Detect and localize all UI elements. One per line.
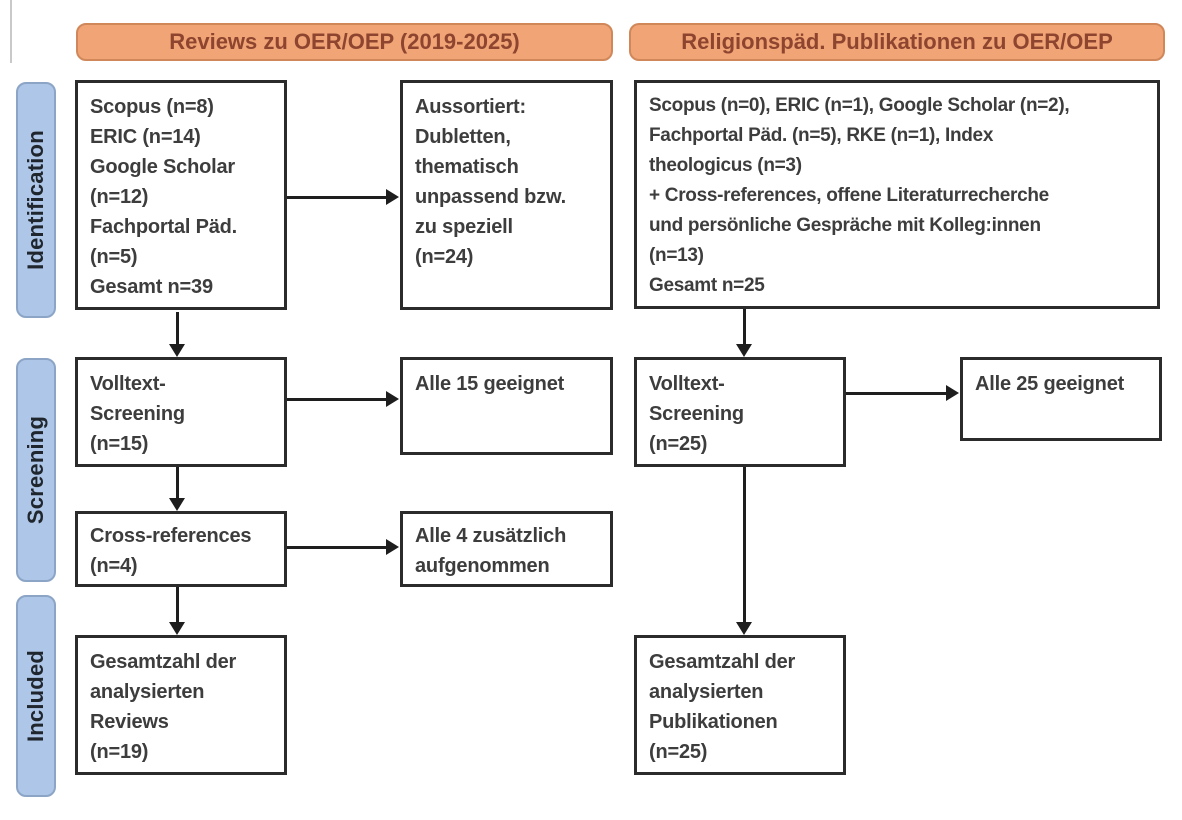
stage-label-included-text: Included <box>23 649 48 743</box>
arrowhead-down-icon <box>169 498 185 511</box>
arrow-line <box>287 196 387 199</box>
box-left-sources: Scopus (n=8) ERIC (n=14) Google Scholar … <box>75 80 287 310</box>
arrowhead-down-icon <box>736 344 752 357</box>
arrow-line <box>176 587 179 623</box>
box-right-total-included: Gesamtzahl der analysierten Publikatione… <box>634 635 846 775</box>
box-left-crossref-result: Alle 4 zusätzlich aufgenommen <box>400 511 613 587</box>
box-left-excluded: Aussortiert: Dubletten, thematisch unpas… <box>400 80 613 310</box>
column-header-religionspaed: Religionspäd. Publikationen zu OER/OEP <box>629 23 1165 61</box>
scan-artifact-line <box>10 0 12 63</box>
arrowhead-right-icon <box>946 385 959 401</box>
arrow-line <box>176 312 179 345</box>
box-right-fulltext-result: Alle 25 geeignet <box>960 357 1162 441</box>
arrowhead-right-icon <box>386 189 399 205</box>
arrowhead-down-icon <box>169 344 185 357</box>
arrowhead-down-icon <box>169 622 185 635</box>
arrow-line <box>287 398 387 401</box>
arrow-line <box>743 467 746 623</box>
arrowhead-right-icon <box>386 391 399 407</box>
stage-label-screening-text: Screening <box>23 415 49 525</box>
box-left-fulltext-screening: Volltext- Screening (n=15) <box>75 357 287 467</box>
box-left-total-included: Gesamtzahl der analysierten Reviews (n=1… <box>75 635 287 775</box>
arrow-line <box>287 546 387 549</box>
stage-label-included: Included <box>16 595 56 797</box>
arrowhead-down-icon <box>736 622 752 635</box>
box-right-sources: Scopus (n=0), ERIC (n=1), Google Scholar… <box>634 80 1160 309</box>
column-header-reviews: Reviews zu OER/OEP (2019-2025) <box>76 23 613 61</box>
arrow-line <box>743 309 746 345</box>
stage-label-screening: Screening <box>16 358 56 582</box>
arrowhead-right-icon <box>386 539 399 555</box>
box-right-fulltext-screening: Volltext- Screening (n=25) <box>634 357 846 467</box>
arrow-line <box>846 392 947 395</box>
box-left-fulltext-result: Alle 15 geeignet <box>400 357 613 455</box>
stage-label-identification-text: Identification <box>23 130 49 270</box>
arrow-line <box>176 467 179 499</box>
box-left-crossreferences: Cross-references (n=4) <box>75 511 287 587</box>
stage-label-identification: Identification <box>16 82 56 318</box>
